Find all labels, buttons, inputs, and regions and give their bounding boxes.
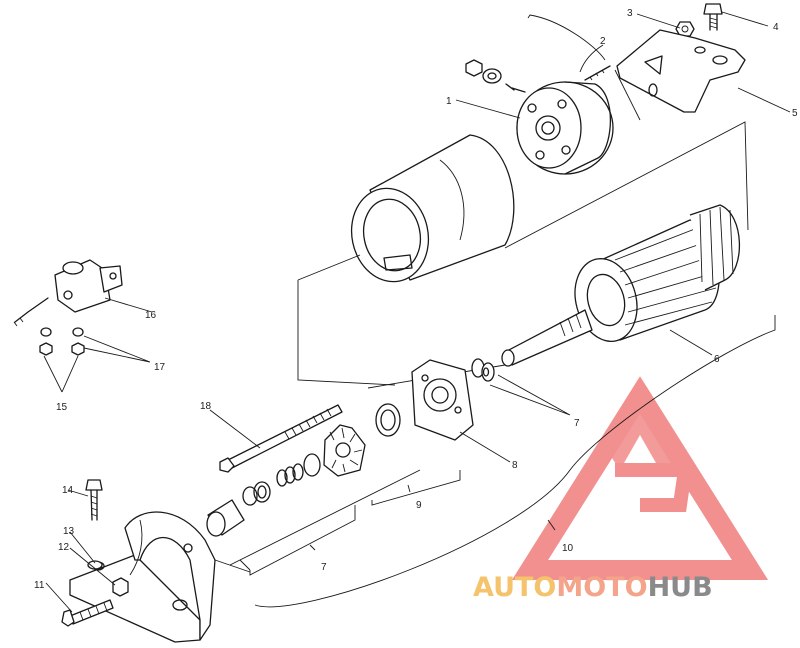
drive-housing-8: [411, 359, 474, 441]
callout-15: 15: [56, 402, 68, 413]
callout-6: 6: [714, 354, 720, 365]
watermark-hub: HUB: [648, 572, 713, 603]
clip-ring: [303, 453, 321, 477]
watermark-moto: MOTO: [556, 572, 647, 603]
callout-4: 4: [773, 22, 779, 33]
bracket-5: [616, 29, 746, 113]
end-cap-1: [505, 81, 614, 175]
callout-10: 10: [562, 543, 574, 554]
leader-lines: [43, 11, 791, 613]
spacer-ring: [375, 403, 401, 437]
through-bolt-stud: [584, 65, 611, 81]
pinion-gear: [323, 424, 366, 477]
bushing-sleeve: [206, 499, 245, 537]
bolt-11: [61, 599, 114, 627]
callout-7-bottom: 7: [321, 562, 327, 573]
mounting-plate: [69, 511, 216, 643]
callout-5: 5: [792, 108, 798, 119]
callout-7-right: 7: [574, 418, 580, 429]
watermark-auto: AUTO: [473, 572, 556, 603]
svg-text:AUTOMOTOHUB: AUTOMOTOHUB: [473, 572, 713, 603]
bolt-4: [703, 3, 723, 31]
callout-18: 18: [200, 401, 212, 412]
callout-14: 14: [62, 485, 74, 496]
collar-ring: [242, 481, 271, 506]
callout-3: 3: [627, 8, 633, 19]
callout-13: 13: [63, 526, 75, 537]
armature-6: [501, 204, 741, 367]
watermark-wordmark: AUTOMOTOHUB: [473, 572, 713, 603]
callout-8: 8: [512, 460, 518, 471]
spring-small: [276, 463, 304, 487]
group-bracket-9: [371, 470, 461, 506]
callout-1: 1: [446, 96, 452, 107]
group-bracket-10: [229, 315, 776, 608]
callout-17: 17: [154, 362, 166, 373]
callout-12: 12: [58, 542, 70, 553]
solenoid-16: [13, 259, 123, 327]
callout-2: 2: [600, 36, 606, 47]
nut-washer-top: [465, 59, 502, 84]
watermark-logo: [511, 376, 769, 580]
nuts-washers-17: [39, 327, 85, 356]
callout-11: 11: [34, 580, 45, 591]
motor-housing: [350, 134, 515, 283]
callout-labels: 1 2 3 4 5 6 7 7 8 9 7 10 11 12 13 14 15 …: [34, 8, 798, 591]
nut-12: [112, 577, 129, 597]
callout-9: 9: [416, 500, 422, 511]
nut-3: [675, 21, 695, 37]
washers-7-right: [471, 358, 495, 382]
long-bolt-18: [219, 404, 343, 473]
bolt-14: [85, 479, 103, 521]
group-bracket-7-bottom: [214, 505, 356, 576]
callout-16: 16: [145, 310, 157, 321]
